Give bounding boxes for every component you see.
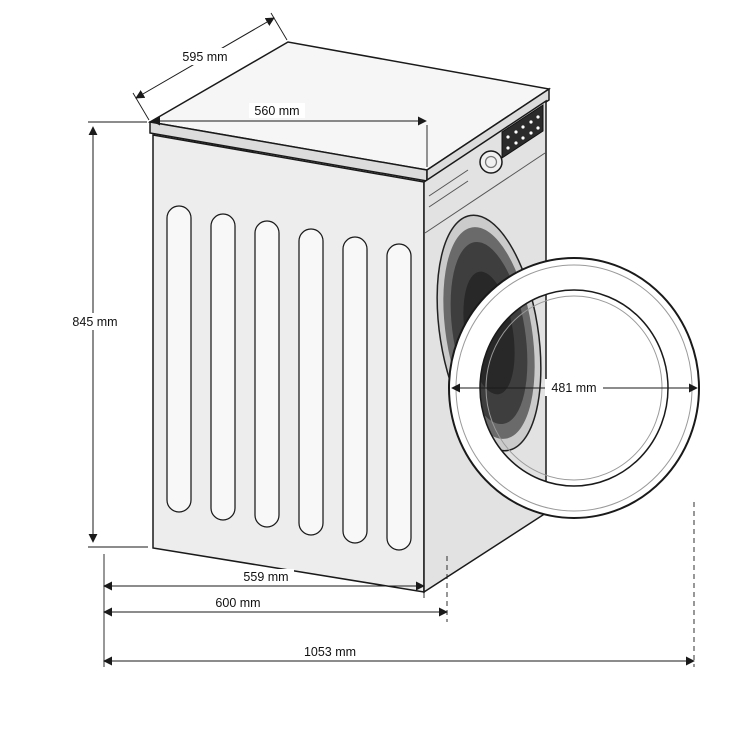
control-display: [501, 104, 544, 159]
dimension-label-1053: 1053 mm: [304, 645, 356, 659]
display-dot: [529, 131, 533, 135]
program-knob: [479, 150, 503, 174]
dimension-label-bg: [545, 379, 603, 396]
display-buttons: [506, 115, 540, 150]
dimension-label-bg: [249, 103, 305, 118]
vent-rib: [342, 236, 368, 544]
dimensions: 595 mm 560 mm 845 mm 481 mm 559 mm 600 m…: [66, 12, 698, 667]
door-outer-edge: [448, 257, 700, 519]
vent-rib: [386, 243, 412, 551]
dimension-label-bg: [298, 644, 362, 659]
detergent-drawer-line: [428, 169, 469, 197]
dimension-label-481: 481 mm: [551, 381, 596, 395]
vent-rib: [210, 213, 236, 521]
dimension-label-600: 600 mm: [215, 596, 260, 610]
display-dot: [536, 126, 540, 130]
dimension-label-560: 560 mm: [254, 104, 299, 118]
dimension-label-845: 845 mm: [72, 315, 117, 329]
display-dot: [529, 120, 533, 124]
display-dot: [514, 141, 518, 145]
display-dot: [506, 146, 510, 150]
vent-rib: [254, 220, 280, 528]
dimension-label-559: 559 mm: [243, 570, 288, 584]
washing-machine: [147, 41, 700, 594]
extension-line: [132, 92, 150, 121]
dimension-label-bg: [210, 595, 266, 610]
dimension-label-bg: [177, 48, 233, 65]
display-dot: [521, 136, 525, 140]
extension-line: [270, 12, 288, 41]
dimension-label-bg: [238, 569, 294, 584]
display-dot: [536, 115, 540, 119]
control-panel-divider: [424, 152, 546, 234]
detergent-drawer-line: [428, 180, 469, 208]
display-dot: [521, 125, 525, 129]
side-panel: [152, 134, 425, 593]
display-dot: [514, 130, 518, 134]
dimension-label-bg: [66, 313, 124, 330]
worktop-side-lip: [426, 87, 550, 183]
display-dot: [506, 135, 510, 139]
vent-rib: [166, 205, 192, 513]
vent-rib: [298, 228, 324, 536]
program-knob-inner: [484, 155, 498, 169]
dimension-label-595: 595 mm: [182, 50, 227, 64]
